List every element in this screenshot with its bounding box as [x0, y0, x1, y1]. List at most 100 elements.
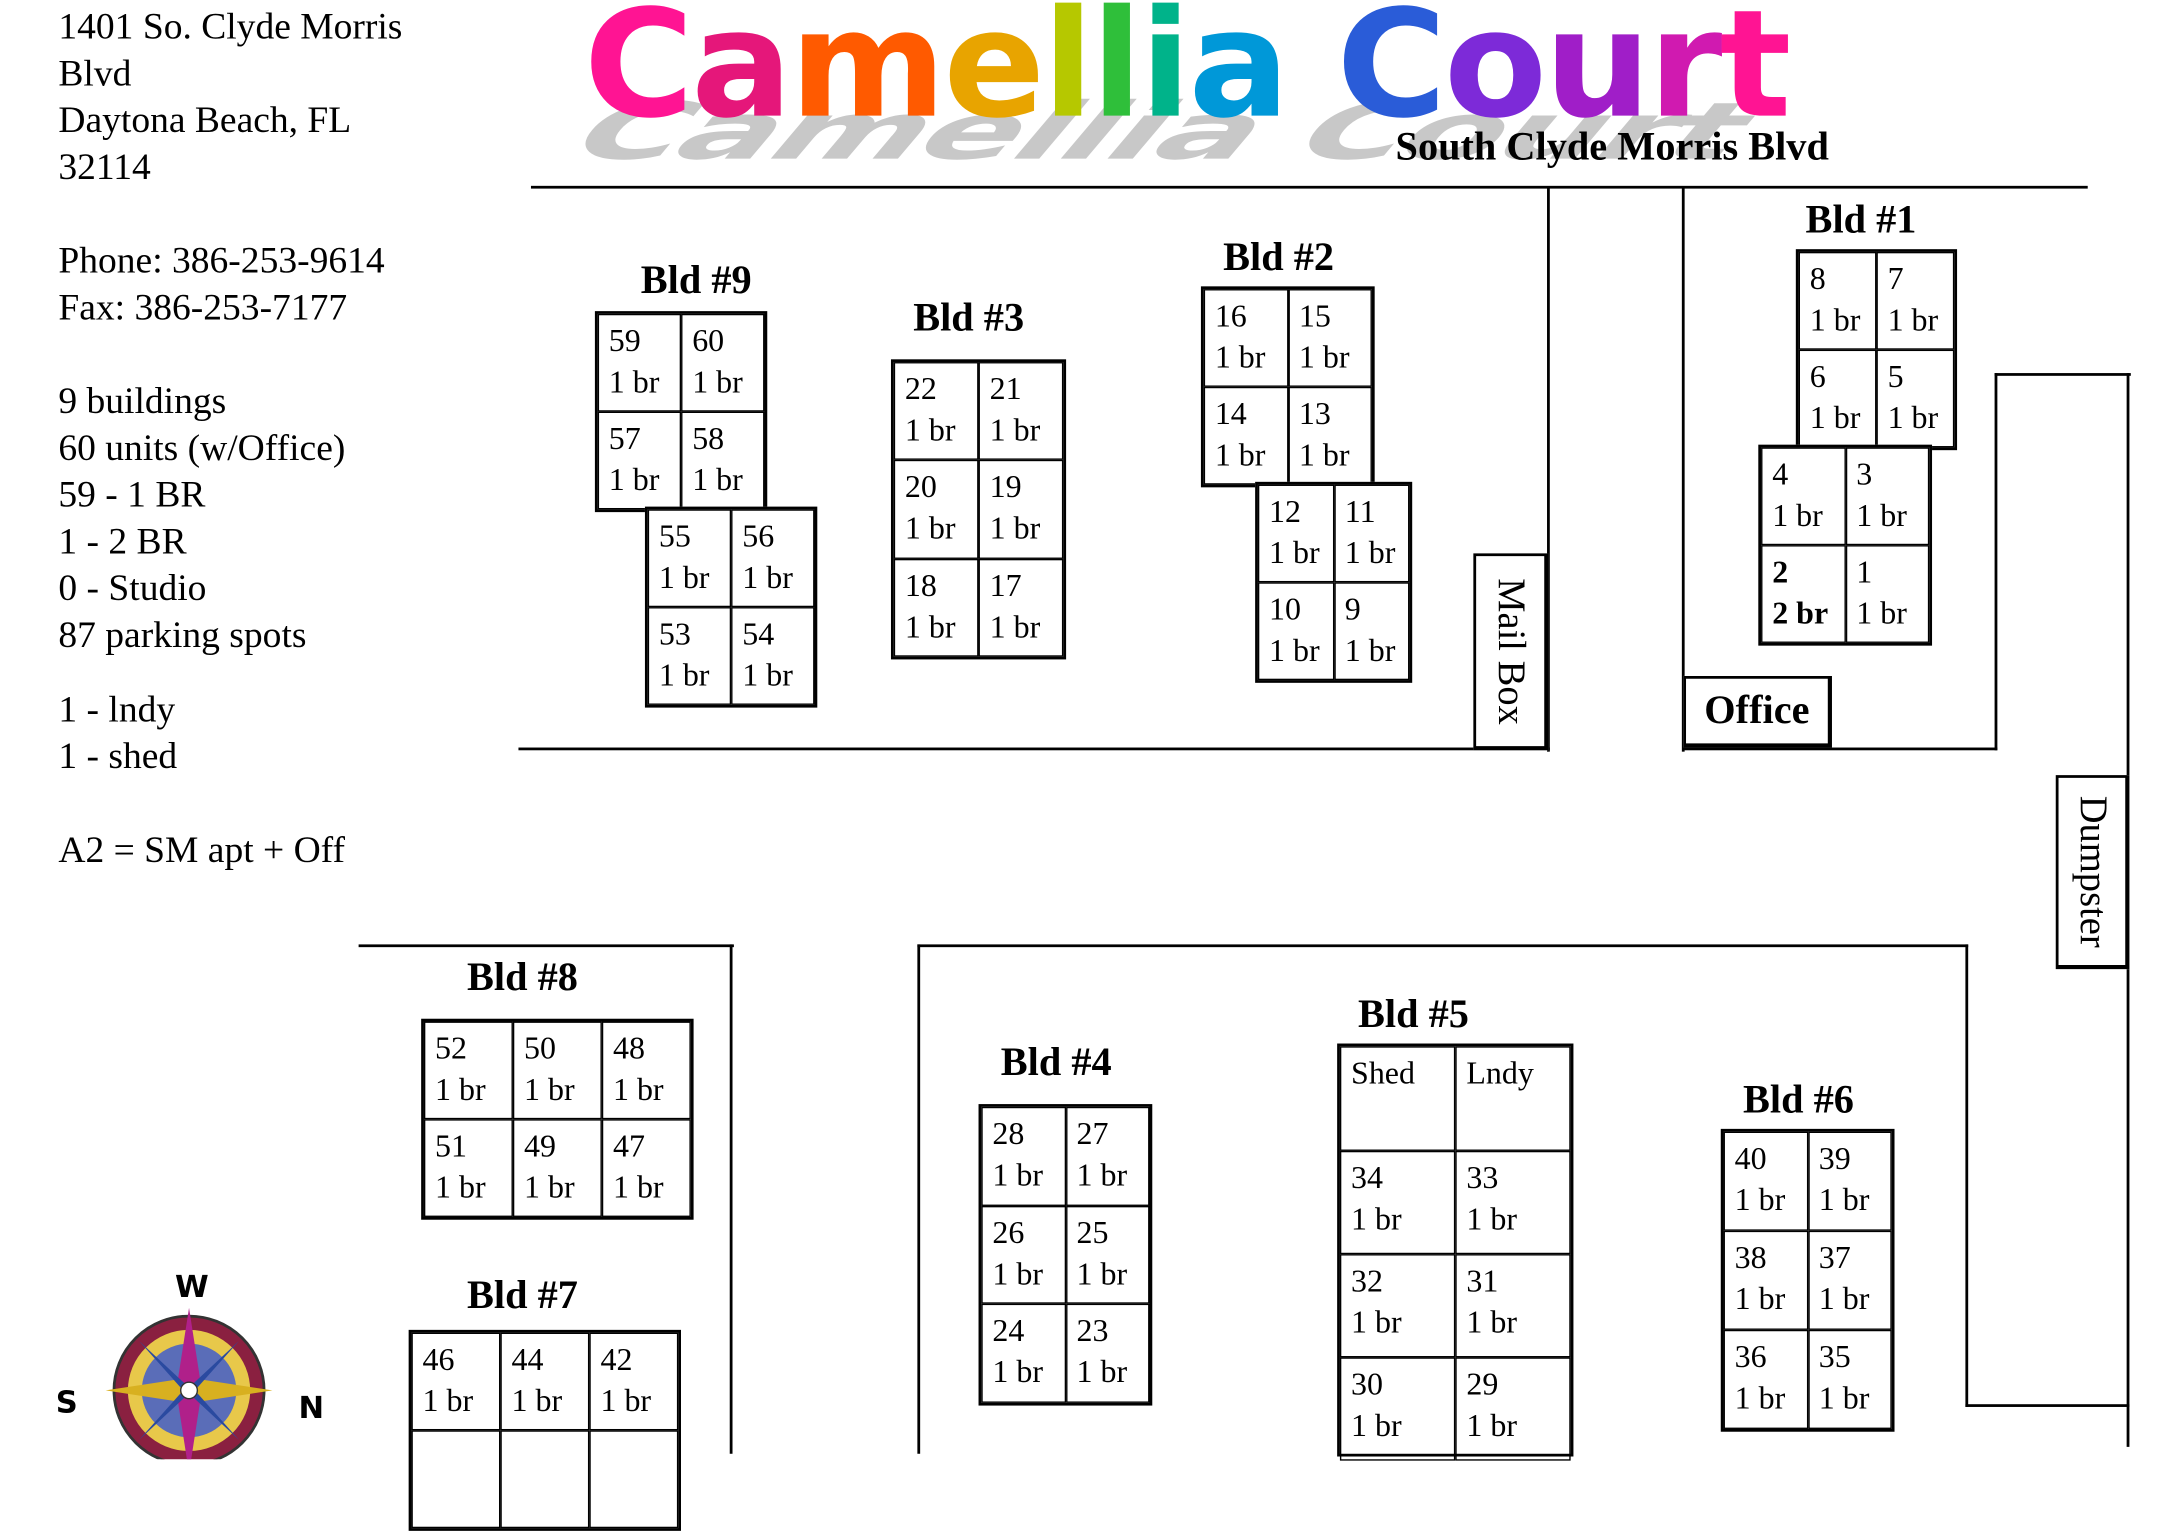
- buildings-count: 9 buildings: [58, 379, 227, 422]
- unit-cell: 37 1 br: [1807, 1230, 1892, 1330]
- unit-number: 56: [742, 519, 775, 554]
- unit-bedrooms: 1 br: [1351, 1408, 1402, 1443]
- unit-bedrooms: 1 br: [1466, 1305, 1518, 1340]
- unit-bedrooms: 1 br: [1856, 498, 1907, 533]
- mailbox-label: Mail Box: [1473, 553, 1549, 751]
- unit-number: 20: [904, 469, 937, 505]
- unit-number: 8: [1809, 261, 1826, 296]
- boundary-line: [358, 944, 734, 948]
- unit-number: Shed: [1351, 1055, 1415, 1091]
- unit-bedrooms: 1 br: [692, 364, 743, 400]
- title-letter: l: [1042, 0, 1093, 152]
- phone-number: Phone: 386-253-9614: [58, 239, 385, 281]
- boundary-line: [729, 944, 733, 1454]
- unit-number: 12: [1269, 494, 1302, 529]
- unit-bedrooms: 1 br: [1466, 1201, 1518, 1237]
- unit-bedrooms: 1 br: [989, 609, 1041, 644]
- unit-number: 39: [1818, 1141, 1851, 1176]
- property-info: 1401 So. Clyde Morris Blvd Daytona Beach…: [58, 3, 402, 873]
- unit-bedrooms: 1 br: [1344, 633, 1396, 668]
- unit-bedrooms: 1 br: [1076, 1256, 1128, 1291]
- unit-bedrooms: 1 br: [600, 1383, 652, 1418]
- unit-number: 21: [989, 371, 1022, 407]
- unit-number: [512, 1437, 579, 1478]
- unit-cell: Shed: [1339, 1046, 1456, 1151]
- unit-number: 37: [1818, 1240, 1851, 1275]
- street-name: South Clyde Morris Blvd: [1395, 125, 1829, 170]
- unit-number: 44: [511, 1342, 544, 1377]
- unit-bedrooms: 1 br: [1818, 1281, 1870, 1317]
- office-label: Office: [1683, 675, 1832, 748]
- boundary-line: [917, 944, 1969, 948]
- unit-bedrooms: 1 br: [612, 1170, 664, 1205]
- boundary-line: [1965, 944, 1969, 1407]
- unit-number: 9: [1344, 591, 1361, 627]
- units-count: 60 units (w/Office): [58, 426, 346, 469]
- unit-bedrooms: 1 br: [524, 1072, 575, 1107]
- unit-bedrooms: 1 br: [1298, 437, 1350, 473]
- title-letter: l: [1091, 0, 1142, 152]
- unit-number: 15: [1298, 298, 1331, 334]
- unit-number: 2: [1772, 554, 1789, 590]
- unit-number: Lndy: [1466, 1055, 1534, 1091]
- unit-number: 5: [1887, 359, 1904, 394]
- unit-bedrooms: 1 br: [989, 511, 1041, 546]
- unit-number: 24: [992, 1313, 1025, 1349]
- unit-bedrooms: 1 br: [1214, 437, 1266, 473]
- unit-bedrooms: 1 br: [1214, 340, 1266, 375]
- unit-number: 7: [1887, 261, 1904, 296]
- unit-number: 49: [524, 1128, 556, 1164]
- unit-number: 54: [742, 616, 775, 652]
- unit-bedrooms: 1 br: [992, 1256, 1044, 1291]
- unit-bedrooms: 1 br: [612, 1072, 664, 1107]
- unit-number: 27: [1076, 1116, 1109, 1151]
- title-letter: t: [1719, 0, 1792, 152]
- unit-bedrooms: 1 br: [742, 658, 793, 693]
- unit-number: 40: [1734, 1141, 1767, 1176]
- shed-count: 1 - shed: [58, 735, 178, 777]
- building-label: Bld #7: [467, 1273, 578, 1318]
- unit-number: 38: [1734, 1240, 1767, 1275]
- unit-cell: [589, 1430, 679, 1529]
- unit-bedrooms: 1 br: [658, 658, 710, 693]
- studio-count: 0 - Studio: [58, 567, 207, 609]
- title-letter: C: [1336, 0, 1447, 152]
- boundary-line: [1965, 1404, 2130, 1407]
- unit-number: 6: [1809, 359, 1826, 394]
- unit-number: 52: [435, 1031, 468, 1066]
- building-label: Bld #9: [640, 258, 752, 303]
- unit-number: 10: [1269, 591, 1302, 627]
- unit-number: 32: [1351, 1263, 1384, 1299]
- title-letter: C: [583, 0, 694, 152]
- boundary-line: [1681, 187, 1685, 752]
- unit-bedrooms: 1 br: [1351, 1305, 1402, 1340]
- two-br-count: 1 - 2 BR: [58, 520, 187, 562]
- unit-number: 28: [992, 1116, 1025, 1151]
- unit-number: 29: [1466, 1367, 1499, 1402]
